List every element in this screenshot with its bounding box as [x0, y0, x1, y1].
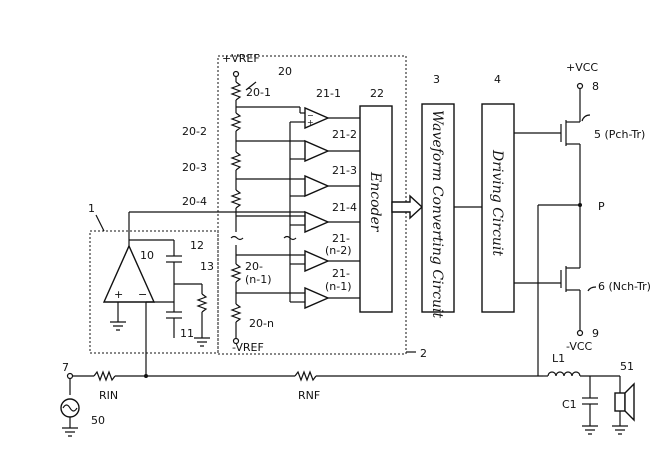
source-label: 50 [91, 414, 105, 427]
comparator-icon [304, 249, 330, 273]
comparator-icon [304, 106, 330, 130]
resistor-icon [230, 112, 242, 132]
encoder-block [359, 105, 393, 313]
bus-break-mark [283, 235, 297, 241]
ground-icon [582, 425, 598, 435]
vcc-negative-terminal [576, 329, 584, 337]
resistor-20-nm1-label-a: 20- [245, 260, 263, 273]
pch-transistor-label: 5 (Pch-Tr) [594, 128, 645, 141]
waveform-block-label: Waveform Converting Circuit [429, 110, 445, 319]
encoder-block-label: Encoder [367, 171, 383, 233]
tap-wires [236, 106, 305, 303]
speaker-label: 51 [620, 360, 634, 373]
comparator-21-3-label: 21-3 [332, 164, 357, 177]
rin-resistor-icon [93, 370, 116, 382]
comparator-21-nm1-label-b: (n-1) [325, 280, 352, 293]
opamp-plus-sign: + [114, 288, 123, 301]
driving-block-label: Driving Circuit [489, 149, 505, 256]
opamp-label: 10 [140, 249, 154, 262]
resistor-icon [230, 263, 242, 283]
resistor-icon [196, 293, 208, 313]
ground-icon [612, 425, 628, 435]
capacitor-12-label: 12 [190, 239, 204, 252]
vref-negative-label: -VREF [232, 341, 264, 354]
inductor-icon [547, 371, 581, 377]
input-terminal [66, 372, 74, 380]
terminal-9-label: 9 [592, 327, 599, 340]
ground-icon [110, 321, 126, 331]
comparator-minus-sign: − [307, 111, 314, 120]
node-p-label: P [598, 200, 605, 213]
vref-negative-terminal [232, 337, 240, 345]
resistor-icon [230, 303, 242, 323]
encoder-output-arrow [391, 194, 424, 220]
output-stage [537, 82, 584, 376]
opamp-icon [102, 244, 156, 303]
resistor-icon [230, 81, 242, 101]
comparator-plus-sign: + [307, 118, 314, 127]
integrator-block-boundary [89, 230, 219, 354]
terminal-8-label: 8 [592, 80, 599, 93]
rnf-label: RNF [298, 389, 320, 402]
comparator-icon [304, 174, 330, 198]
driving-circuit-block [481, 103, 515, 313]
driving-number-label: 4 [494, 73, 501, 86]
comparator-21-nm1-label-a: 21- [332, 267, 350, 280]
resistor-icon [230, 189, 242, 209]
waveform-converting-block [421, 103, 455, 313]
inductor-label: L1 [552, 352, 565, 365]
comparator-icon [304, 210, 330, 234]
resistor-20-2-label: 20-2 [182, 125, 207, 138]
vcc-positive-label: +VCC [566, 61, 598, 74]
comparator-bank [304, 106, 360, 310]
input-feedback [60, 302, 543, 437]
vref-positive-terminal [232, 70, 240, 78]
speaker-icon [614, 392, 626, 412]
integrator [102, 211, 305, 347]
ladder-break-mark [230, 235, 244, 241]
ground-icon [194, 337, 210, 347]
vcc-negative-label: -VCC [566, 340, 593, 353]
ladder-label: 20 [278, 65, 292, 78]
nch-transistor-label: 6 (Nch-Tr) [598, 280, 651, 293]
reference-ladder [230, 70, 244, 345]
comparator-21-2-label: 21-2 [332, 128, 357, 141]
comparator-21-nm2-label-a: 21- [332, 232, 350, 245]
resistor-20-n-label: 20-n [249, 317, 274, 330]
capacitor-11-label: 11 [180, 327, 194, 340]
ground-icon [62, 427, 78, 437]
ladder-block-label: 2 [420, 347, 427, 360]
vcc-positive-terminal [576, 82, 584, 90]
comparator-21-nm2-label-b: (n-2) [325, 244, 352, 257]
output-filter [543, 371, 635, 435]
resistor-20-4-label: 20-4 [182, 195, 207, 208]
comparator-icon [304, 139, 330, 163]
comparator-icon [304, 286, 330, 310]
encoder-number-label: 22 [370, 87, 384, 100]
vref-positive-label: +VREF [222, 52, 260, 65]
comparator-21-4-label: 21-4 [332, 201, 357, 214]
input-terminal-label: 7 [62, 361, 69, 374]
integrator-block-label: 1 [88, 202, 95, 215]
rnf-resistor-icon [294, 370, 317, 382]
opamp-minus-sign: − [138, 288, 147, 301]
resistor-20-nm1-label-b: (n-1) [245, 273, 272, 286]
resistor-20-1-label: 20-1 [246, 86, 271, 99]
resistor-icon [230, 151, 242, 171]
rin-label: RIN [99, 389, 118, 402]
comparator-21-1-label: 21-1 [316, 87, 341, 100]
leader-lines [95, 81, 597, 353]
resistor-13-label: 13 [200, 260, 214, 273]
capacitor-c1-label: C1 [562, 398, 577, 411]
resistor-20-3-label: 20-3 [182, 161, 207, 174]
waveform-number-label: 3 [433, 73, 440, 86]
